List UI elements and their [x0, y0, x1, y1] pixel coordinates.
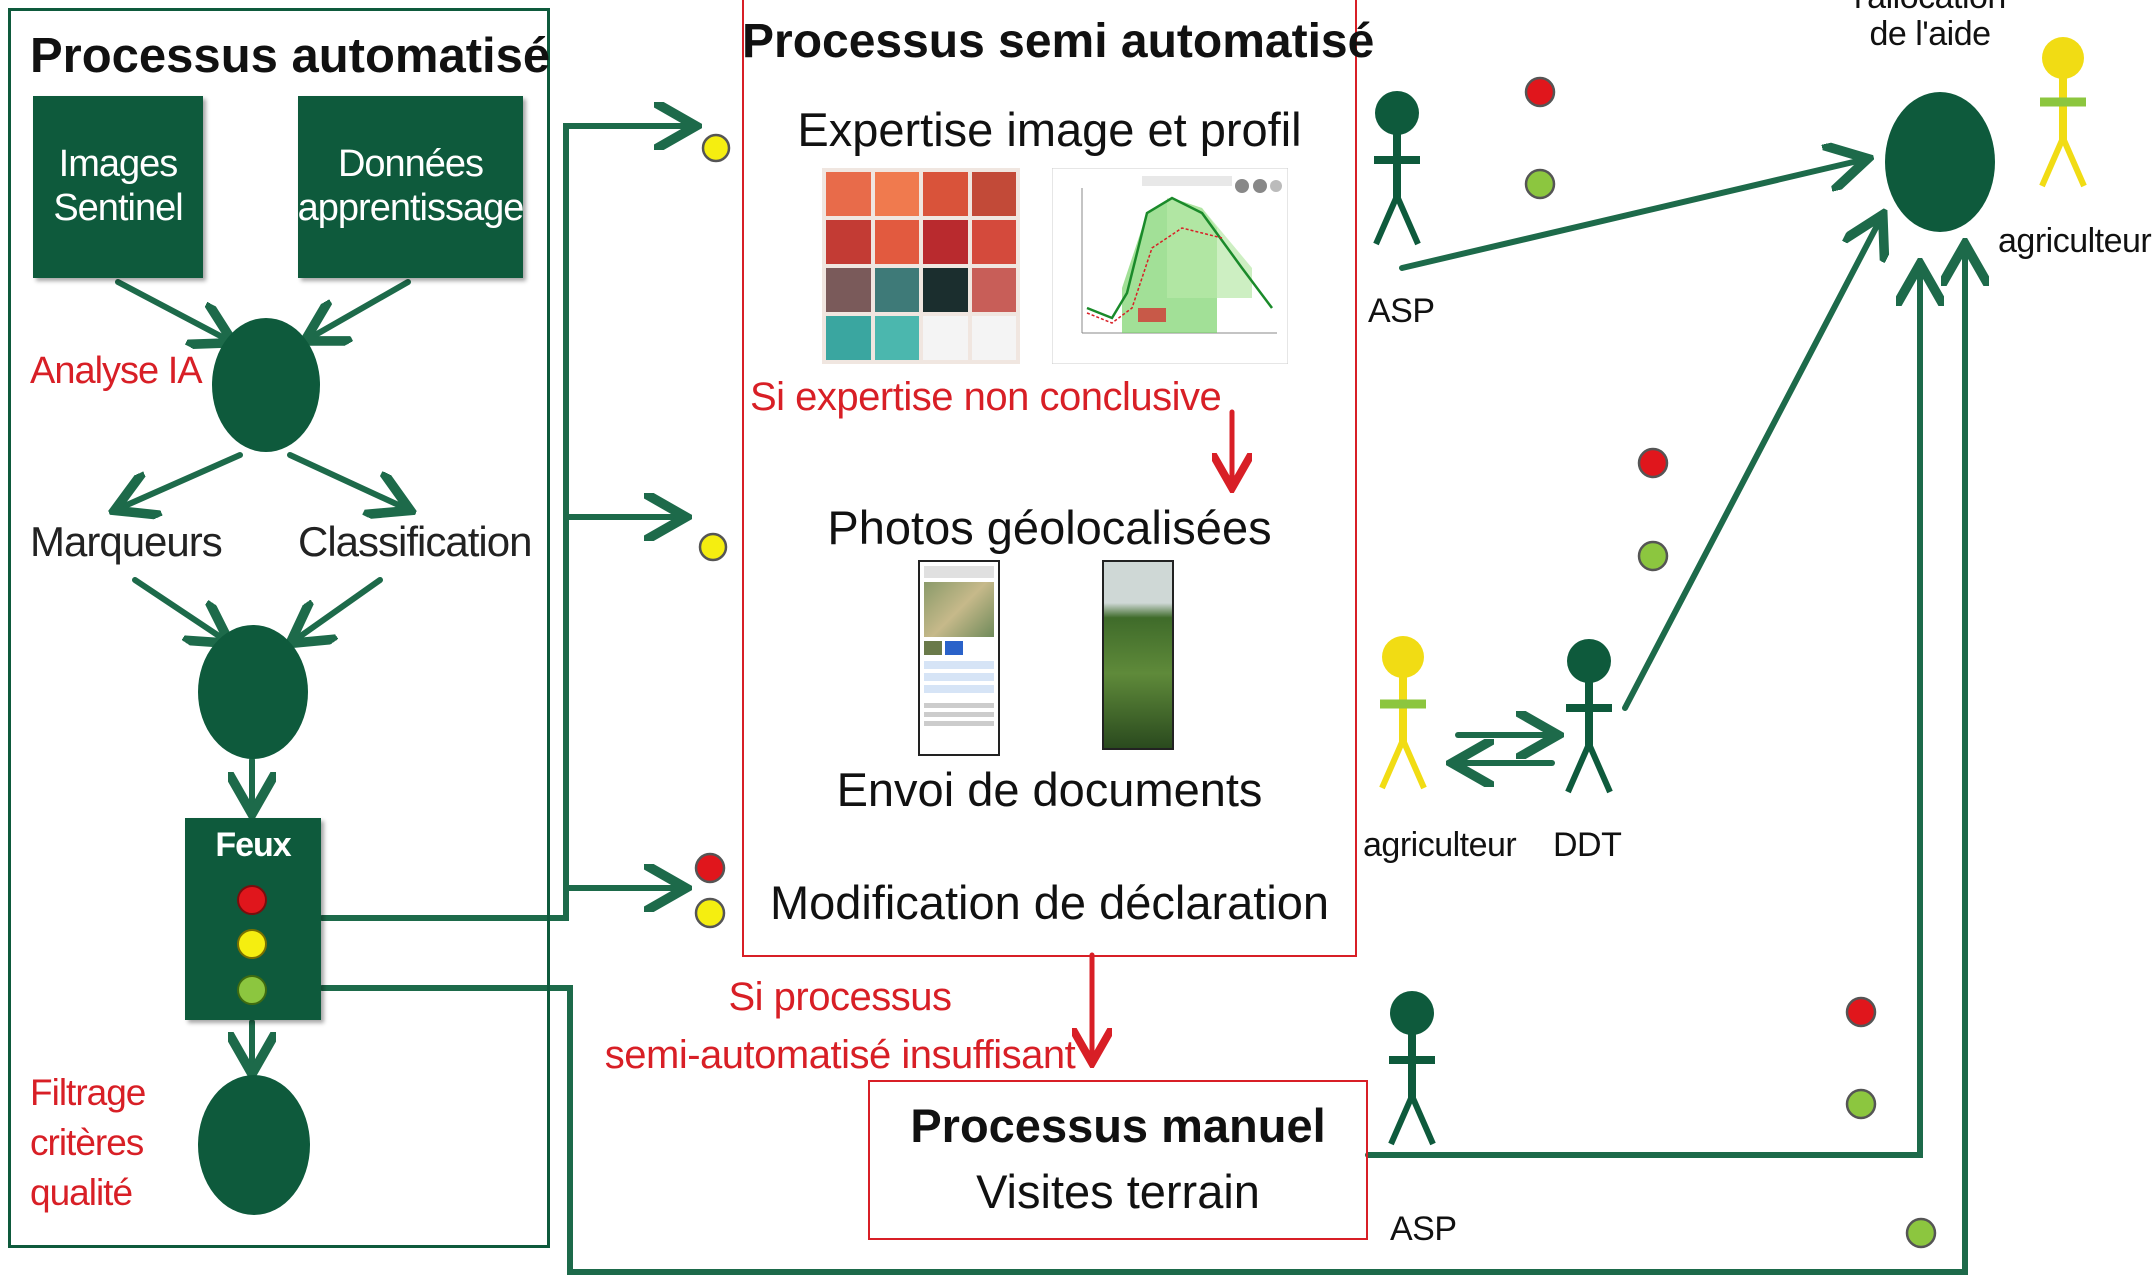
- agriculteur-actor-right-icon: [2039, 37, 2087, 188]
- filtrage-node: [198, 1075, 310, 1215]
- ddt-actor-icon: [1565, 639, 1613, 794]
- semi-automated-process-panel: [742, 0, 1357, 957]
- phone-field-photo: [1102, 560, 1174, 750]
- green-status-dot: [1845, 1088, 1877, 1120]
- analyse-ia-node: [212, 318, 320, 452]
- yellow-status-dot: [694, 897, 726, 929]
- non-conclusive-label: Si expertise non conclusive: [750, 375, 1222, 419]
- asp-actor-top-icon: [1373, 91, 1421, 246]
- analyse-ia-label: Analyse IA: [30, 350, 203, 392]
- feux-label: Feux: [215, 826, 291, 864]
- insuffisant-label: Si processus semi-automatisé insuffisant: [604, 975, 1076, 1077]
- phone-map-screenshot: [918, 560, 1000, 756]
- red-status-dot: [1845, 996, 1877, 1028]
- traffic-light-icon: [237, 885, 267, 1005]
- manual-process-title: Processus manuel: [910, 1099, 1326, 1152]
- profile-chart-thumbnail: [1052, 168, 1288, 364]
- red-status-dot: [694, 852, 726, 884]
- ddt-label: DDT: [1553, 826, 1622, 864]
- photos-label: Photos géolocalisées: [827, 501, 1272, 554]
- payment-node: [1885, 92, 1995, 232]
- expertise-label: Expertise image et profil: [797, 103, 1302, 156]
- green-status-dot: [1905, 1217, 1937, 1249]
- asp-actor-bottom-icon: [1388, 991, 1436, 1146]
- payment-label-line2: de l'aide: [1869, 15, 1991, 53]
- satellite-images-thumbnail: [822, 168, 1020, 364]
- yellow-status-dot: [701, 133, 731, 163]
- images-sentinel-box: Images Sentinel: [33, 96, 203, 278]
- green-status-dot: [1524, 168, 1556, 200]
- yellow-status-dot: [698, 532, 728, 562]
- agriculteur-actor-mid-icon: [1379, 636, 1427, 790]
- automated-process-panel: [8, 8, 550, 1248]
- merge-node: [198, 625, 308, 759]
- traffic-green-light: [237, 975, 267, 1005]
- donnees-apprentissage-box: Données apprentissage: [298, 96, 524, 278]
- agriculteur-right-label: agriculteur: [1998, 222, 2152, 260]
- automated-process-title: Processus automatisé: [30, 29, 551, 83]
- filtrage-label: Filtrage critères qualité: [30, 1072, 146, 1213]
- envoi-documents-label: Envoi de documents: [836, 763, 1263, 816]
- traffic-red-light: [237, 885, 267, 915]
- red-status-dot: [1637, 447, 1669, 479]
- asp-bottom-label: ASP: [1390, 1210, 1457, 1248]
- traffic-yellow-light: [237, 929, 267, 959]
- manual-process-panel: [868, 1080, 1368, 1240]
- agriculteur-mid-label: agriculteur: [1363, 826, 1517, 864]
- manual-process-subtitle: Visites terrain: [976, 1165, 1260, 1218]
- classification-label: Classification: [298, 518, 532, 565]
- green-status-dot: [1637, 540, 1669, 572]
- asp-top-label: ASP: [1368, 292, 1435, 330]
- red-status-dot: [1524, 76, 1556, 108]
- semi-automated-title: Processus semi automatisé: [742, 15, 1375, 68]
- payment-label-line1: l'allocation: [1830, 0, 2030, 17]
- modification-declaration-label: Modification de déclaration: [769, 876, 1330, 929]
- marqueurs-label: Marqueurs: [30, 518, 223, 565]
